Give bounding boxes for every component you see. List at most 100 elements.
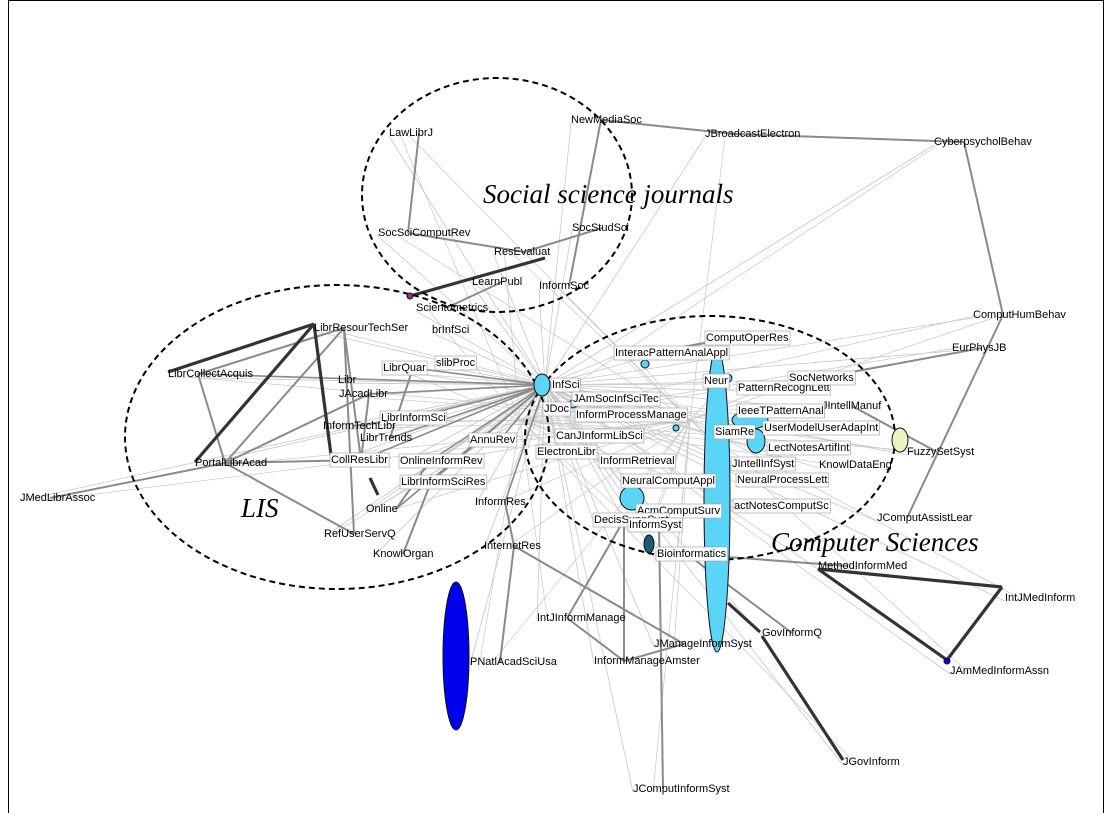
node-label-librinformscires: LibrInformSciRes xyxy=(399,474,488,490)
node-label-box xyxy=(535,444,598,460)
node-label-collreslibr: CollResLibr xyxy=(329,452,390,468)
edge-light xyxy=(408,135,691,421)
node-label-box xyxy=(613,345,730,361)
node-label-text: actNotesComputSc xyxy=(734,500,829,512)
edge-mid xyxy=(197,373,226,464)
node-label-jmanageinformsyst: JManageInformSyst xyxy=(654,638,752,650)
node-label-text: AnnuRev xyxy=(470,434,516,446)
node-label-computoperres: ComputOperRes xyxy=(704,330,791,346)
node-label-text: Online xyxy=(366,503,398,515)
node-label-text: IntJInformManage xyxy=(537,612,626,624)
node-labels: LawLibrJNewMediaSocJBroadcastElectronCyb… xyxy=(20,114,1075,795)
node-label-text: InformRetrieval xyxy=(600,455,675,467)
edge-light xyxy=(431,332,546,386)
edge-mid xyxy=(407,132,420,234)
node-label-jdoc: JDoc xyxy=(542,401,571,417)
node-label-text: JManageInformSyst xyxy=(654,638,752,650)
node-label-socscicomputrev: SocSciComputRev xyxy=(378,227,471,239)
edge-mid xyxy=(360,384,546,461)
node-label-informsyst: InformSyst xyxy=(627,517,683,533)
node-label-govinformq: GovInformQ xyxy=(762,627,822,639)
node-label-resevaluat: ResEvaluat xyxy=(494,246,550,258)
node-label-pnatlacadsciusa: PNatlAcadSciUsa xyxy=(470,656,558,668)
node-scientometrics xyxy=(406,292,414,300)
node-label-jbroadcastelectron: JBroadcastElectron xyxy=(705,128,800,140)
edge-light xyxy=(544,230,573,386)
node-label-jgovinform: JGovInform xyxy=(843,756,900,768)
edge-light xyxy=(538,288,546,386)
edge-mid xyxy=(568,119,602,287)
node-label-text: JGovInform xyxy=(843,756,900,768)
edge-mid xyxy=(906,314,1004,519)
edge-light xyxy=(689,317,994,421)
node-label-informres: InformRes xyxy=(475,496,526,508)
edge-dark xyxy=(368,477,380,496)
node-label-methodinformmed: MethodInformMed xyxy=(818,560,907,572)
node-label-newmediasoc: NewMediaSoc xyxy=(571,114,642,126)
node-label-box xyxy=(550,377,581,393)
node-label-text: PortalLibrAcad xyxy=(195,457,267,469)
edge-mid xyxy=(623,643,685,662)
node-label-box xyxy=(379,410,448,426)
node-label-librinformsci: LibrInformSci xyxy=(379,410,448,426)
edge-dark xyxy=(312,323,333,456)
edge-mid xyxy=(658,524,664,790)
node-label-text: MethodInformMed xyxy=(818,560,907,572)
edge-light xyxy=(19,384,546,502)
node-label-text: InteracPatternAnalAppl xyxy=(615,347,728,359)
node-label-jcomputinformsyst: JComputInformSyst xyxy=(633,783,730,795)
edge-mid xyxy=(686,553,793,634)
edge-mid xyxy=(343,327,362,461)
node-label-fuzzysetsyst: FuzzySetSyst xyxy=(907,446,974,458)
node-label-internetres: InternetRes xyxy=(484,540,541,552)
edges-light xyxy=(19,122,1026,793)
edge-light xyxy=(493,254,546,386)
node-label-text: NeuralProcessLett xyxy=(737,474,828,486)
node-pnatlacadsciusa xyxy=(442,581,470,731)
edge-light xyxy=(359,384,546,442)
edge-light xyxy=(519,419,548,618)
node-label-box xyxy=(598,453,676,469)
node-label-box xyxy=(732,498,831,514)
node-label-informretrieval: InformRetrieval xyxy=(598,453,676,469)
node-label-text: LectNotesArtifInt xyxy=(768,442,849,454)
node-label-librcollectacquis: LibrCollectAcquis xyxy=(168,368,253,380)
edge-dark xyxy=(817,567,1003,589)
node-label-text: RefUserServQ xyxy=(324,528,396,540)
node-label-text: ElectronLibr xyxy=(537,446,596,458)
node-label-librtrends: LibrTrends xyxy=(360,432,413,444)
node-label-ieeetpatternanal: IeeeTPatternAnal xyxy=(736,403,825,419)
node-label-box xyxy=(574,407,688,423)
edge-light xyxy=(641,419,691,485)
node-bioinformatics xyxy=(643,534,655,554)
node-label-text: InfSci xyxy=(552,379,580,391)
node-label-brinfsci: brInfSci xyxy=(432,324,469,336)
edge-light xyxy=(365,384,546,513)
node-label-text: LibrTrends xyxy=(360,432,413,444)
edge-light xyxy=(313,330,546,386)
edge-light xyxy=(519,419,830,465)
node-label-text: LawLibrJ xyxy=(389,127,433,139)
node-label-text: slibProc xyxy=(436,357,476,369)
node-label-box xyxy=(381,360,428,376)
node-label-text: InformSoc xyxy=(539,280,590,292)
node-label-slibproc: slibProc xyxy=(434,355,477,371)
node-label-text: IeeeTPatternAnal xyxy=(738,405,824,417)
edge-mid xyxy=(389,384,546,439)
node-label-box xyxy=(542,401,571,417)
node-label-text: JMedLibrAssoc xyxy=(20,492,96,504)
edge-mid xyxy=(389,367,414,439)
edge-light xyxy=(544,136,706,386)
edge-light xyxy=(415,310,546,386)
edge-light xyxy=(372,384,546,558)
node-label-text: PNatlAcadSciUsa xyxy=(470,656,558,668)
node-label-text: JComputAssistLear xyxy=(877,512,973,524)
edge-light xyxy=(388,135,546,386)
edge-light xyxy=(536,384,546,622)
node-label-text: ResEvaluat xyxy=(494,246,550,258)
edge-mid xyxy=(523,227,603,253)
edge-dark xyxy=(945,586,1004,661)
edge-mid xyxy=(412,367,546,386)
